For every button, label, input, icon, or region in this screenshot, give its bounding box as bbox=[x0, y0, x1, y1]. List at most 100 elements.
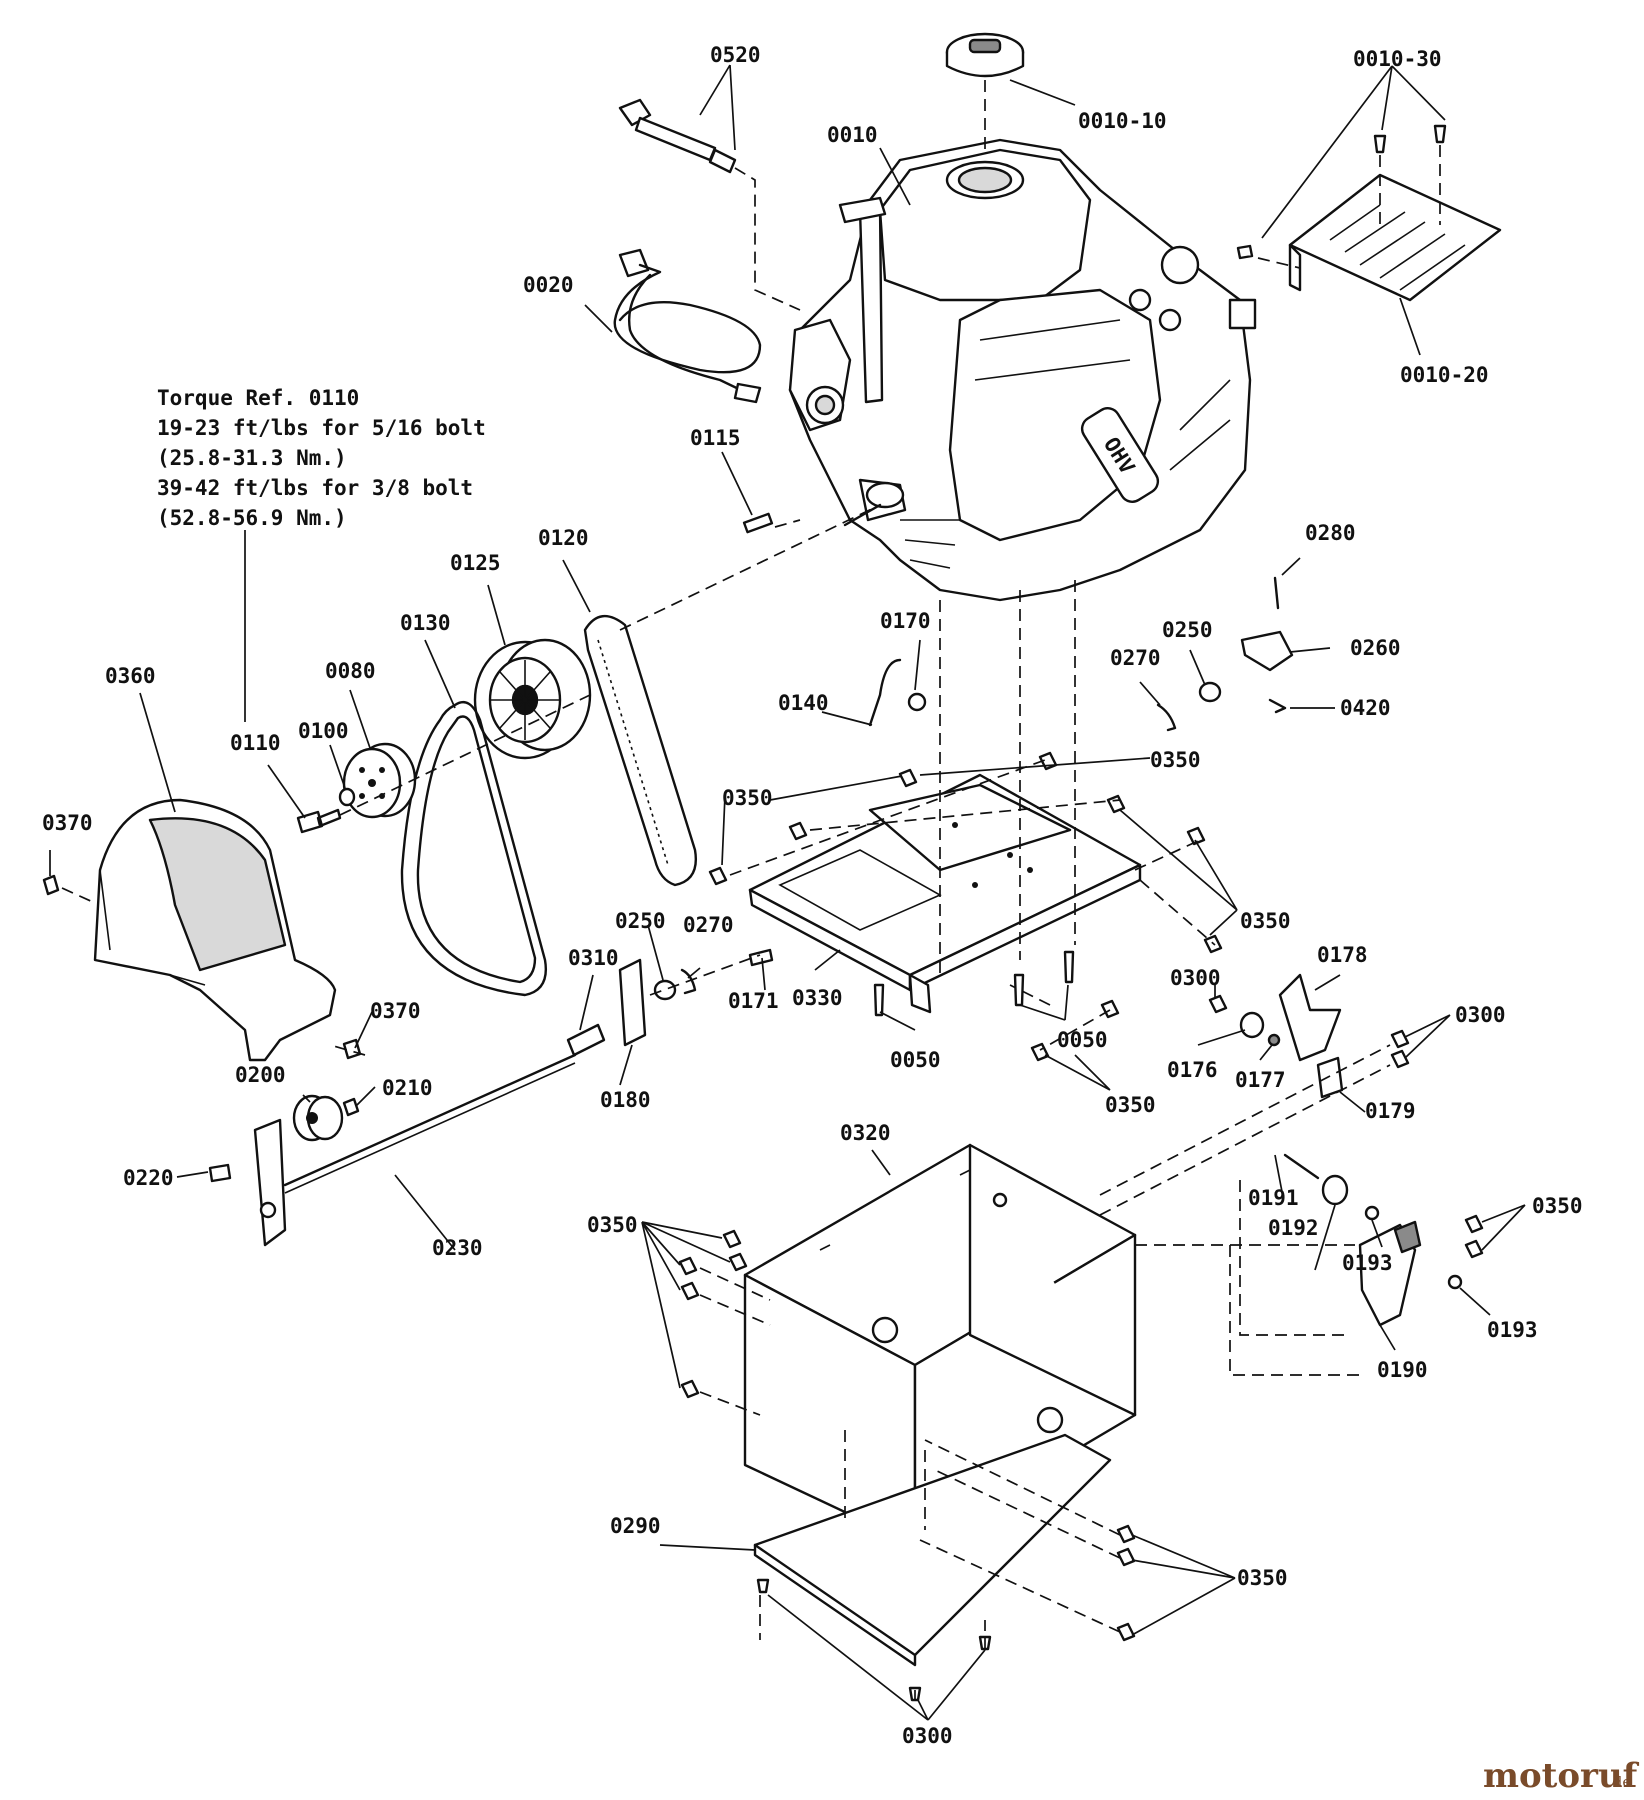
bolt-0191 bbox=[1283, 1153, 1320, 1180]
washer-0176 bbox=[1239, 1011, 1265, 1039]
nut-0177 bbox=[1267, 1033, 1281, 1047]
torque-line-5: (52.8-56.9 Nm.) bbox=[157, 506, 347, 530]
callout-label: 0178 bbox=[1317, 943, 1368, 967]
callout-label: 0140 bbox=[778, 691, 829, 715]
screw-0350-right-b bbox=[1464, 1239, 1484, 1259]
screws-0350-frame bbox=[678, 1229, 1136, 1642]
washer-0250b bbox=[653, 979, 677, 1001]
screw-0370a bbox=[42, 874, 60, 896]
callout-label: 0191 bbox=[1248, 1186, 1299, 1210]
callout-label: 0250 bbox=[1162, 618, 1213, 642]
screw-0300a bbox=[1208, 994, 1228, 1014]
callout-label: 0350 bbox=[722, 786, 773, 810]
callout-label: 0350 bbox=[1240, 909, 1291, 933]
bolt-0220 bbox=[208, 1163, 232, 1183]
callout-label: 0220 bbox=[123, 1166, 174, 1190]
callout-label: 0130 bbox=[400, 611, 451, 635]
bolt-0050c bbox=[1063, 950, 1075, 984]
callout-label: 0230 bbox=[432, 1236, 483, 1260]
cotter-0270b bbox=[680, 968, 697, 995]
bolt-0110 bbox=[296, 808, 342, 834]
callout-label: 0350 bbox=[1105, 1093, 1156, 1117]
callout-label: 0370 bbox=[42, 811, 93, 835]
callout-label: 0100 bbox=[298, 719, 349, 743]
nut-0170 bbox=[907, 692, 927, 712]
watermark-suffix: .de bbox=[1608, 1773, 1631, 1791]
callout-label: 0177 bbox=[1235, 1068, 1286, 1092]
callout-label: 0270 bbox=[1110, 646, 1161, 670]
idler-bracket-arm bbox=[253, 1118, 287, 1247]
bracket-0180 bbox=[618, 958, 647, 1047]
callout-label: 0120 bbox=[538, 526, 589, 550]
callout-label: 0350 bbox=[1237, 1566, 1288, 1590]
callout-label: 0171 bbox=[728, 989, 779, 1013]
callout-label: 0370 bbox=[370, 999, 421, 1023]
callout-label: 0280 bbox=[1305, 521, 1356, 545]
engine-assembly: OHV bbox=[788, 138, 1257, 602]
callout-label: 0050 bbox=[1057, 1028, 1108, 1052]
torque-note: Torque Ref. 0110 19-23 ft/lbs for 5/16 b… bbox=[157, 386, 486, 530]
pin-0280 bbox=[1273, 576, 1280, 610]
callout-label: 0350 bbox=[1150, 748, 1201, 772]
callout-label: 0300 bbox=[1170, 966, 1221, 990]
callout-label: 0010-30 bbox=[1353, 47, 1442, 71]
pin-0171 bbox=[748, 948, 774, 967]
callout-label: 0360 bbox=[105, 664, 156, 688]
callout-label: 0050 bbox=[890, 1048, 941, 1072]
spring-clip-0420 bbox=[1268, 698, 1287, 714]
spring-0310 bbox=[566, 1023, 606, 1057]
callout-label: 0193 bbox=[1342, 1251, 1393, 1275]
torque-line-4: 39-42 ft/lbs for 3/8 bolt bbox=[157, 476, 473, 500]
screw-0300-bottom-a bbox=[756, 1578, 770, 1594]
extension-cord bbox=[613, 248, 762, 404]
callout-label: 0310 bbox=[568, 946, 619, 970]
callout-label: 0260 bbox=[1350, 636, 1401, 660]
callout-label: 0200 bbox=[235, 1063, 286, 1087]
bolt-0050b bbox=[1013, 973, 1025, 1007]
bottom-plate-0290 bbox=[753, 1433, 1112, 1657]
spacer-0192 bbox=[1321, 1174, 1349, 1206]
alignment-lines bbox=[61, 80, 1441, 1700]
callout-label: 0330 bbox=[792, 986, 843, 1010]
nut-0193a bbox=[1364, 1205, 1380, 1221]
idler-rod-0230 bbox=[283, 1053, 577, 1187]
fuel-cap bbox=[945, 32, 1025, 78]
callout-label: 0010-10 bbox=[1078, 109, 1167, 133]
nut-0193b bbox=[1447, 1274, 1463, 1290]
callout-label: 0300 bbox=[902, 1724, 953, 1748]
callout-label: 0170 bbox=[880, 609, 931, 633]
drive-belt-toothed bbox=[583, 615, 697, 887]
belt-cover bbox=[93, 798, 337, 1062]
torque-line-2: 19-23 ft/lbs for 5/16 bolt bbox=[157, 416, 486, 440]
callout-label: 0180 bbox=[600, 1088, 651, 1112]
callout-label: 0125 bbox=[450, 551, 501, 575]
shaft-key bbox=[742, 512, 774, 534]
engine-base-plate bbox=[748, 773, 1142, 1014]
cable-0140 bbox=[868, 658, 902, 727]
torque-line-3: (25.8-31.3 Nm.) bbox=[157, 446, 347, 470]
watermark-logo: motoruf .de bbox=[1483, 1756, 1640, 1796]
callout-label: 0190 bbox=[1377, 1358, 1428, 1382]
bolt-0050a bbox=[873, 983, 885, 1017]
callout-label: 0210 bbox=[382, 1076, 433, 1100]
leader-lines bbox=[49, 64, 1526, 1721]
screw-0300c bbox=[1390, 1049, 1410, 1069]
washer-0100 bbox=[338, 787, 356, 807]
callout-label: 0020 bbox=[523, 273, 574, 297]
callout-label: 0115 bbox=[690, 426, 741, 450]
screw-0350-right-a bbox=[1464, 1214, 1484, 1234]
callout-label: 0110 bbox=[230, 731, 281, 755]
v-belt bbox=[400, 700, 547, 997]
screw-0300b bbox=[1390, 1029, 1410, 1049]
callout-label: 0010 bbox=[827, 123, 878, 147]
callout-label: 0350 bbox=[587, 1213, 638, 1237]
idler-pulley-0200 bbox=[292, 1094, 344, 1142]
callout-label: 0290 bbox=[610, 1514, 661, 1538]
callout-label: 0520 bbox=[710, 43, 761, 67]
torque-line-1: Torque Ref. 0110 bbox=[157, 386, 359, 410]
engine-pulley bbox=[473, 638, 592, 760]
callout-label: 0250 bbox=[615, 909, 666, 933]
nut-0210 bbox=[342, 1097, 360, 1117]
callout-label: 0179 bbox=[1365, 1099, 1416, 1123]
